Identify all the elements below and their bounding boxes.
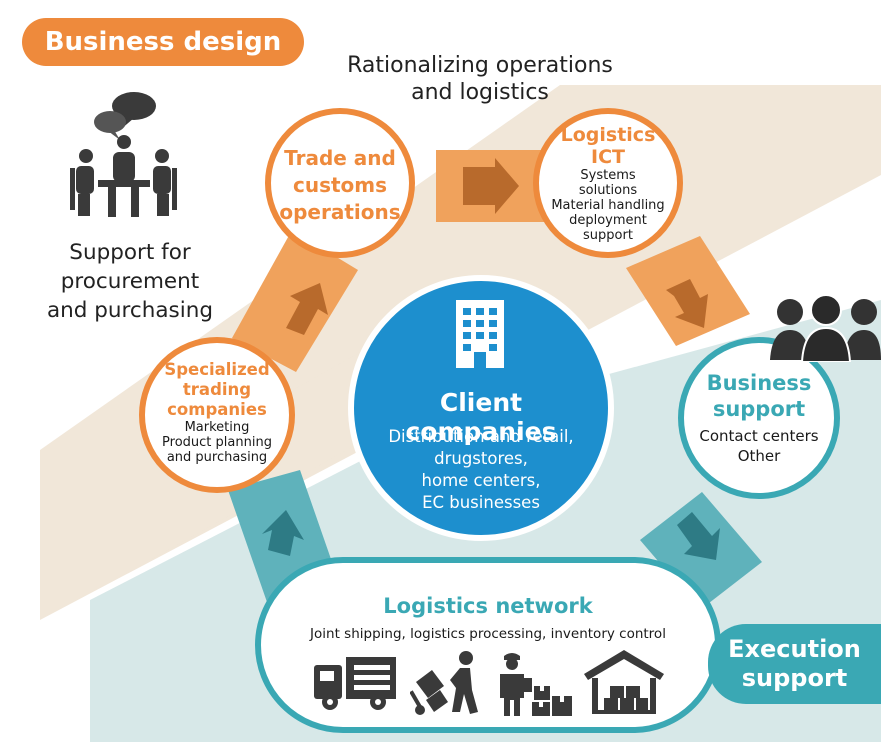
specialized-item: and purchasing (166, 450, 268, 465)
client-center-circle (348, 275, 614, 541)
specialized-circle (139, 337, 295, 493)
ict-item: solutions (578, 183, 638, 198)
procurement-line1: Support for (69, 240, 191, 265)
specialized-item: Product planning (162, 435, 272, 450)
business-title2: support (712, 397, 806, 421)
ict-item: support (583, 228, 633, 243)
execution-support-line2: support (741, 664, 848, 692)
trade-node: Trade and customs operations (270, 145, 410, 226)
arrow-trade-to-ict (436, 150, 548, 222)
arrow-business-to-network (640, 492, 762, 610)
ict-item: Systems (580, 168, 636, 183)
client-item: drugstores, (434, 449, 528, 468)
ict-title2: ICT (591, 146, 625, 168)
client-companies-title: Client companies (405, 388, 557, 446)
ict-circle (533, 108, 683, 258)
execution-support-line1: Execution (728, 635, 861, 663)
client-item: EC businesses (422, 493, 540, 512)
trade-line3: operations (279, 200, 401, 224)
business-support-circle (678, 337, 840, 499)
hand-truck-icon (410, 651, 478, 715)
specialized-title3: companies (167, 400, 267, 419)
business-design-label: Business design (22, 18, 304, 66)
procurement-line2: procurement (60, 269, 200, 294)
warehouse-icon (584, 650, 664, 714)
ict-title1: Logistics (560, 124, 656, 146)
specialized-title1: Specialized (164, 360, 270, 379)
business-support-node: Business support Contact centers Other (684, 370, 834, 466)
client-item: home centers, (421, 471, 541, 490)
trade-line1: Trade and (284, 146, 396, 170)
ict-item: Material handling (551, 198, 665, 213)
business-item: Other (737, 447, 781, 465)
meeting-icon (70, 92, 177, 217)
business-design-text: Business design (44, 27, 282, 57)
truck-icon (314, 657, 396, 710)
specialized-title2: trading (182, 380, 252, 399)
trade-line2: customs (292, 173, 388, 197)
network-subtitle: Joint shipping, logistics processing, in… (310, 626, 666, 642)
building-icon (456, 300, 504, 368)
rationalizing-line2: and logistics (411, 80, 549, 105)
rationalizing-line1: Rationalizing operations (347, 53, 613, 78)
business-title1: Business (706, 371, 812, 395)
headset-operators-icon (770, 292, 881, 362)
arrow-specialized-to-trade (232, 230, 358, 372)
trade-circle (265, 108, 415, 258)
worker-boxes-icon (500, 653, 572, 716)
procurement-line3: and purchasing (47, 298, 213, 323)
network-title: Logistics network (383, 594, 593, 618)
ict-item: deployment (569, 213, 647, 228)
client-companies-list: Distribution and retail, drugstores, hom… (371, 426, 591, 514)
arrow-ict-to-business (626, 236, 750, 346)
logistics-ict-node: Logistics ICT Systems solutions Material… (540, 124, 676, 243)
procurement-caption: Support for procurement and purchasing (30, 238, 230, 325)
rationalizing-caption: Rationalizing operations and logistics (330, 52, 630, 106)
execution-support-label: Execution support (708, 624, 881, 704)
business-item: Contact centers (699, 427, 819, 445)
specialized-node: Specialized trading companies Marketing … (146, 360, 288, 465)
client-item: Distribution and retail, (388, 427, 574, 446)
specialized-item: Marketing (184, 420, 250, 435)
